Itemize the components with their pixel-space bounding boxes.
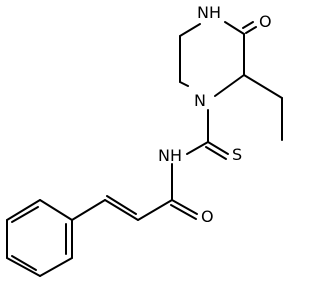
chemical-structure-diagram: NH O N NH S O xyxy=(6,3,283,277)
bond-phenyl-2 xyxy=(39,257,73,277)
bond-phenyl-3 xyxy=(6,257,41,277)
atom-label-nh-amide: NH xyxy=(158,146,182,165)
bond-c2-n1 xyxy=(214,74,245,97)
bond-c5-nh xyxy=(179,23,201,37)
atom-label-o-ring: O xyxy=(259,12,272,31)
bond-thiocarbonyl-nh xyxy=(186,141,209,155)
bond-phenyl-inner-3 xyxy=(11,206,39,223)
bond-c-s-2 xyxy=(205,146,227,160)
bond-phenyl-5 xyxy=(6,199,41,221)
bond-ethyl-1 xyxy=(243,74,283,99)
bond-alkene-phenyl xyxy=(71,199,106,221)
bond-alkene-2 xyxy=(106,195,137,215)
bond-c-s-1 xyxy=(207,141,229,155)
atom-label-s-thio: S xyxy=(232,145,242,164)
bond-alkene-1 xyxy=(104,199,139,221)
atom-label-o-amide: O xyxy=(201,207,214,226)
bond-amide-c-o-2 xyxy=(170,204,197,220)
bond-nh-c3 xyxy=(224,21,245,35)
atom-label-nh-ring: NH xyxy=(197,3,221,22)
bond-phenyl-inner-2 xyxy=(11,255,37,271)
bond-ring-carbonyl-2 xyxy=(242,21,254,29)
atom-label-n-ring: N xyxy=(194,91,206,110)
bond-carbonyl-alkene xyxy=(137,199,173,221)
bond-ring-carbonyl-1 xyxy=(245,26,257,34)
bond-phenyl-6 xyxy=(39,199,73,221)
bond-n1-c6 xyxy=(179,81,189,87)
bond-amide-c-o-1 xyxy=(171,199,198,215)
